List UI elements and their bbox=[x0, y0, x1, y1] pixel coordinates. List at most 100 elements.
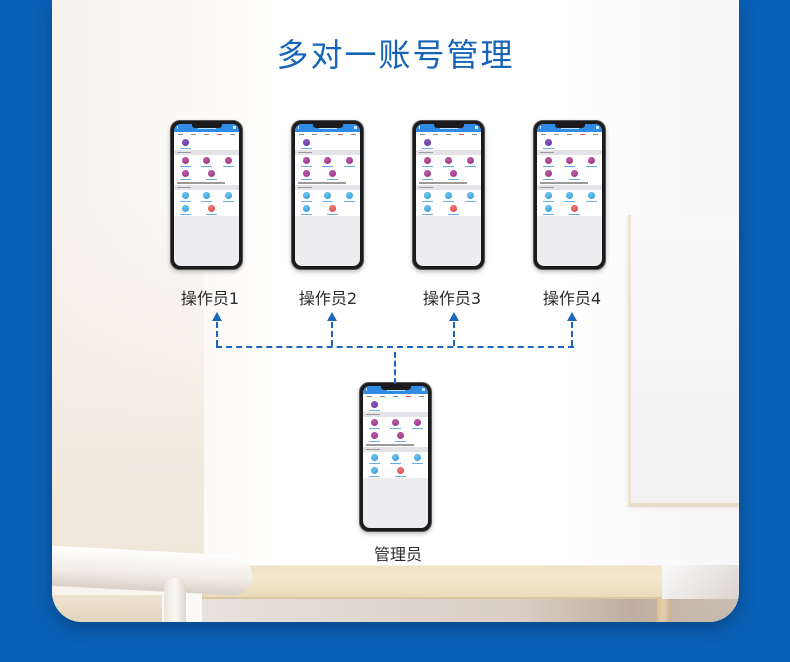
app-section-label bbox=[537, 185, 602, 190]
page-title: 多对一账号管理 bbox=[276, 36, 515, 74]
app-icon bbox=[566, 157, 573, 164]
app-icon bbox=[203, 157, 210, 164]
app-header bbox=[295, 124, 360, 132]
app-icon bbox=[207, 170, 215, 177]
app-tabs bbox=[537, 132, 602, 137]
arrow-up-icon bbox=[327, 312, 337, 321]
app-icon bbox=[181, 170, 189, 177]
admin-phone bbox=[359, 382, 432, 532]
connector-line bbox=[216, 322, 218, 346]
app-icon-row bbox=[174, 155, 239, 168]
app-icon-row bbox=[363, 417, 428, 430]
app-icon bbox=[328, 170, 336, 177]
app-icon bbox=[181, 139, 189, 146]
app-icon bbox=[423, 139, 431, 146]
app-icon-row bbox=[416, 137, 481, 150]
operator-4-phone bbox=[533, 120, 606, 270]
app-icon bbox=[466, 157, 474, 164]
connector-line bbox=[394, 352, 396, 384]
phone-notch bbox=[191, 124, 222, 128]
app-icon bbox=[181, 205, 189, 212]
phone-notch bbox=[380, 386, 411, 390]
app-title bbox=[439, 127, 458, 129]
app-section-label bbox=[416, 150, 481, 155]
app-title bbox=[318, 127, 337, 129]
app-section-label bbox=[537, 150, 602, 155]
app-icon bbox=[587, 192, 595, 199]
phone-screen bbox=[295, 124, 360, 266]
app-title bbox=[386, 389, 405, 391]
app-icon-row bbox=[295, 137, 360, 150]
app-icon-row bbox=[363, 465, 428, 478]
app-section-label bbox=[416, 185, 481, 190]
app-icon bbox=[207, 205, 215, 212]
app-icon-row bbox=[295, 203, 360, 216]
app-icon bbox=[370, 401, 378, 408]
app-icon bbox=[392, 454, 399, 461]
app-section-label bbox=[363, 412, 428, 417]
app-icon-row bbox=[295, 168, 360, 181]
phone-notch bbox=[554, 124, 585, 128]
app-icon-row bbox=[174, 168, 239, 181]
app-icon bbox=[370, 432, 378, 439]
app-icon bbox=[302, 139, 310, 146]
app-icon bbox=[413, 419, 421, 426]
app-icon-row bbox=[295, 190, 360, 203]
connector-line bbox=[453, 322, 455, 346]
app-icon bbox=[544, 139, 552, 146]
app-icon-row bbox=[416, 155, 481, 168]
app-icon bbox=[570, 205, 578, 212]
app-icon-row bbox=[174, 137, 239, 150]
back-icon bbox=[419, 126, 421, 129]
app-icon-row bbox=[416, 190, 481, 203]
app-icon bbox=[302, 157, 310, 164]
app-icon bbox=[345, 192, 353, 199]
app-icon bbox=[544, 205, 552, 212]
edit-icon bbox=[596, 126, 599, 129]
app-icon bbox=[544, 157, 552, 164]
chair-leg bbox=[164, 578, 186, 622]
app-icon bbox=[396, 467, 404, 474]
app-header bbox=[363, 386, 428, 394]
app-icon bbox=[328, 205, 336, 212]
phone-screen bbox=[537, 124, 602, 266]
app-icon bbox=[587, 157, 595, 164]
phone-notch bbox=[312, 124, 343, 128]
app-icon bbox=[423, 170, 431, 177]
operator-3-label: 操作员3 bbox=[422, 289, 482, 308]
back-icon bbox=[540, 126, 542, 129]
app-icon-row bbox=[537, 155, 602, 168]
edit-icon bbox=[422, 388, 425, 391]
app-icon bbox=[423, 157, 431, 164]
app-icon bbox=[302, 205, 310, 212]
app-icon-row bbox=[363, 399, 428, 412]
operator-2-phone bbox=[291, 120, 364, 270]
app-icon bbox=[224, 192, 232, 199]
table-top bbox=[202, 565, 662, 599]
app-icon bbox=[302, 192, 310, 199]
back-icon bbox=[177, 126, 179, 129]
phone-notch bbox=[433, 124, 464, 128]
app-icon-row bbox=[363, 430, 428, 443]
app-icon bbox=[324, 157, 331, 164]
app-section-label bbox=[174, 150, 239, 155]
wood-cabinet bbox=[52, 595, 162, 622]
app-icon bbox=[324, 192, 331, 199]
phone-screen bbox=[174, 124, 239, 266]
app-note bbox=[363, 443, 428, 447]
app-icon bbox=[370, 467, 378, 474]
app-title bbox=[560, 127, 579, 129]
edit-icon bbox=[233, 126, 236, 129]
app-icon bbox=[445, 192, 452, 199]
arrow-up-icon bbox=[212, 312, 222, 321]
app-icon bbox=[445, 157, 452, 164]
app-header bbox=[174, 124, 239, 132]
app-icon bbox=[566, 192, 573, 199]
app-icon bbox=[392, 419, 399, 426]
back-icon bbox=[366, 388, 368, 391]
app-tabs bbox=[363, 394, 428, 399]
app-icon bbox=[224, 157, 232, 164]
app-tabs bbox=[174, 132, 239, 137]
operator-2-label: 操作员2 bbox=[298, 289, 358, 308]
admin-label: 管理员 bbox=[373, 545, 422, 564]
